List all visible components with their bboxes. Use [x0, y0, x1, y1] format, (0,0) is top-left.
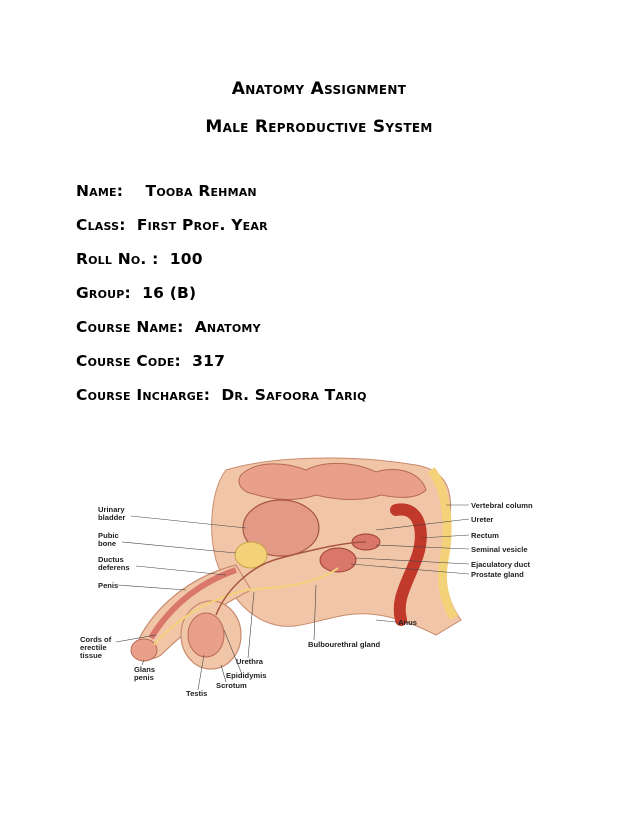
info-label: Name:	[76, 182, 124, 200]
info-value: 317	[192, 352, 226, 370]
info-row-class: Class: First Prof. Year	[76, 216, 367, 250]
label-pubic-bone-1: Pubic	[98, 531, 119, 540]
vertebral-column	[427, 467, 458, 621]
rectum	[390, 503, 427, 626]
label-ductus-deferens-2: deferens	[98, 563, 130, 572]
label-anus: Anus	[398, 618, 417, 627]
erectile-tissue	[148, 567, 237, 640]
label-ejaculatory-duct: Ejaculatory duct	[471, 560, 531, 569]
label-ureter: Ureter	[471, 515, 493, 524]
intestines	[238, 462, 427, 501]
prostate-gland	[319, 547, 357, 573]
label-urethra: Urethra	[236, 657, 264, 666]
student-info: Name: Tooba Rehman Class: First Prof. Ye…	[76, 182, 367, 420]
info-row-course-name: Course Name: Anatomy	[76, 318, 367, 352]
testis	[187, 612, 225, 658]
document-title: Anatomy Assignment	[231, 79, 407, 99]
label-urinary-bladder-2: bladder	[98, 513, 125, 522]
label-cords-erectile-3: tissue	[80, 651, 102, 660]
label-urinary-bladder-1: Urinary	[98, 505, 125, 514]
document-subtitle: Male Reproductive System	[205, 117, 433, 137]
label-seminal-vesicle: Seminal vesicle	[471, 545, 528, 554]
info-label: Class:	[76, 216, 126, 234]
info-row-name: Name: Tooba Rehman	[76, 182, 367, 216]
label-vertebral-column: Vertebral column	[471, 501, 533, 510]
info-value: First Prof. Year	[136, 216, 268, 234]
info-row-course-code: Course Code: 317	[76, 352, 367, 386]
label-glans-penis-1: Glans	[134, 665, 155, 674]
pubic-bone	[234, 541, 268, 569]
urethra	[153, 567, 339, 646]
info-row-roll-no: Roll No. : 100	[76, 250, 367, 284]
info-label: Course Incharge:	[76, 386, 211, 404]
label-pubic-bone-2: bone	[98, 539, 116, 548]
info-value: 100	[169, 250, 203, 268]
info-value: Dr. Safoora Tariq	[221, 386, 367, 404]
label-ductus-deferens-1: Ductus	[98, 555, 124, 564]
info-value: 16 (B)	[142, 284, 197, 302]
label-rectum: Rectum	[471, 531, 499, 540]
label-glans-penis-2: penis	[134, 673, 154, 682]
info-label: Course Name:	[76, 318, 184, 336]
glans-penis	[130, 638, 158, 662]
info-row-course-incharge: Course Incharge: Dr. Safoora Tariq	[76, 386, 367, 420]
label-cords-erectile-2: erectile	[80, 643, 107, 652]
ductus-deferens	[215, 541, 367, 616]
info-label: Group:	[76, 284, 131, 302]
info-value: Tooba Rehman	[145, 182, 257, 200]
label-epididymis: Epididymis	[226, 671, 267, 680]
label-prostate-gland: Prostate gland	[471, 570, 524, 579]
info-label: Course Code:	[76, 352, 181, 370]
anatomy-illustration: Urinary bladder Pubic bone Ductus defere…	[80, 457, 533, 698]
label-penis: Penis	[98, 581, 118, 590]
label-scrotum: Scrotum	[216, 681, 247, 690]
info-row-group: Group: 16 (B)	[76, 284, 367, 318]
label-cords-erectile-1: Cords of	[80, 635, 112, 644]
info-label: Roll No. :	[76, 250, 159, 268]
label-testis: Testis	[186, 689, 207, 698]
urinary-bladder	[242, 499, 320, 557]
info-value: Anatomy	[194, 318, 261, 336]
label-bulbourethral-gland: Bulbourethral gland	[308, 640, 381, 649]
